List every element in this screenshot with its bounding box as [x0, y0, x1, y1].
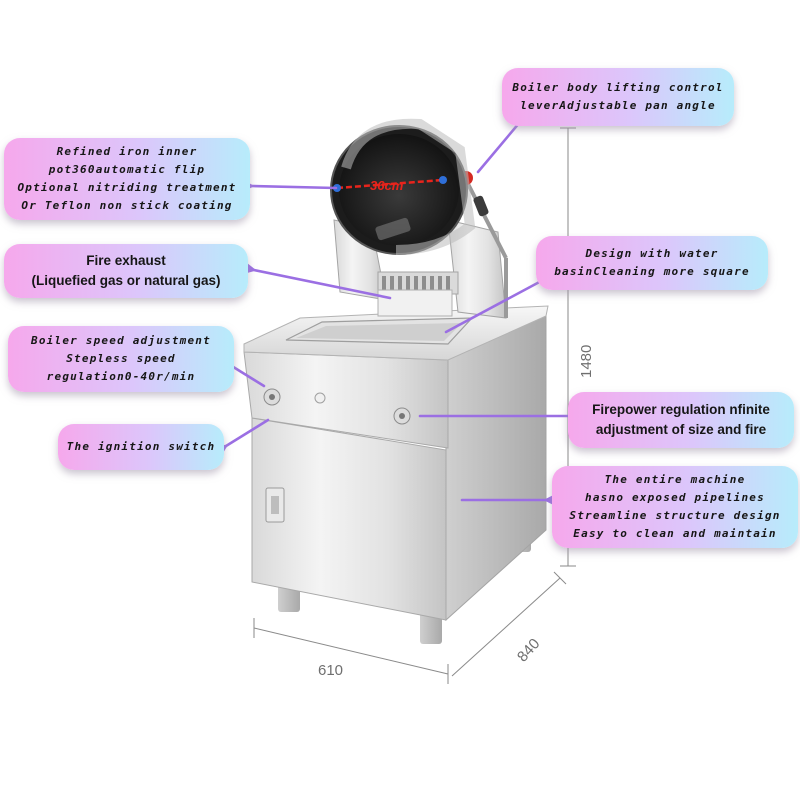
callout-firepower: Firepower regulation nfinite adjustment … — [568, 392, 794, 448]
knob-icon — [263, 388, 411, 425]
dimension-width: 610 — [318, 662, 344, 679]
callout-water-basin: Design with water basinCleaning more squ… — [536, 236, 768, 290]
callout-fire-exhaust: Fire exhaust (Liquefied gas or natural g… — [4, 244, 248, 298]
dimension-height: 1480 — [578, 344, 595, 378]
cabinet-front — [251, 417, 447, 621]
pot-diameter-label: 36cm — [370, 178, 404, 193]
callout-inner-pot: Refined iron inner pot360automatic flip … — [4, 138, 250, 220]
callout-entire-machine: The entire machine hasno exposed pipelin… — [552, 466, 798, 548]
callout-speed-adjustment: Boiler speed adjustment Stepless speed r… — [8, 326, 234, 392]
cabinet-side — [445, 311, 547, 622]
arrow-icon — [209, 109, 581, 507]
callout-lifting-control: Boiler body lifting control leverAdjusta… — [502, 68, 734, 126]
pot-diameter-marker: 36cm — [333, 176, 447, 193]
inner-pot — [330, 118, 476, 255]
callout-ignition-switch: The ignition switch — [58, 424, 224, 470]
water-basin — [285, 317, 474, 345]
